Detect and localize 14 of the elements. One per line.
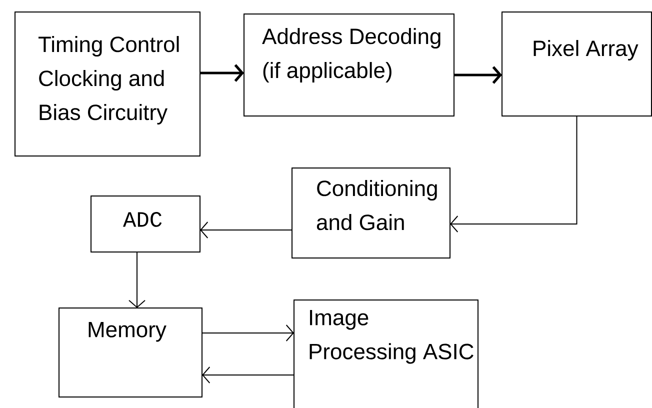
arrow [128, 252, 146, 308]
process-box: Image Processing ASIC [294, 300, 478, 408]
process-box: Conditioning and Gain [292, 168, 450, 258]
arrow [202, 366, 294, 384]
arrow [200, 64, 244, 82]
arrow [202, 324, 294, 342]
arrow [200, 222, 292, 238]
process-box: Address Decoding (if applicable) [244, 14, 454, 116]
process-box: Memory [58, 308, 202, 398]
process-box: Pixel Array [502, 12, 652, 116]
process-box: Timing Control Clocking and Bias Circuitry [14, 12, 200, 156]
arrow [450, 116, 578, 232]
process-box: ADC [90, 196, 200, 252]
arrow [454, 66, 502, 84]
